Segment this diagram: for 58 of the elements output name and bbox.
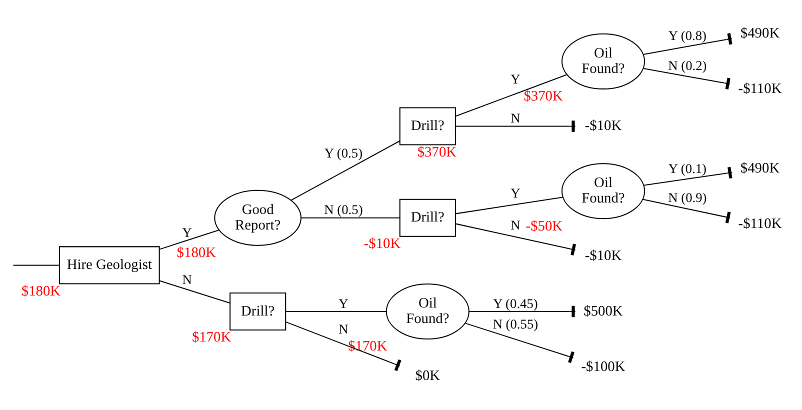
node-text: $500K (584, 303, 623, 320)
connector (456, 74, 567, 117)
node-text: $490K (740, 160, 780, 176)
edge-label: Y (0.5) (324, 146, 363, 161)
node-text: -$10K (584, 248, 622, 264)
node-text: $0K (415, 368, 440, 384)
node-text: -$10K (584, 118, 622, 134)
connector (301, 217, 400, 218)
node-label: -$50K (526, 218, 563, 234)
node-text: -$100K (581, 358, 626, 375)
connector (456, 120, 576, 132)
connector (644, 33, 732, 55)
node-label: $180K (21, 283, 61, 300)
connector (644, 166, 732, 186)
node-ellipse: Oil Found? (561, 163, 646, 220)
node-text: $490K (740, 25, 780, 42)
connector (286, 311, 386, 312)
node-label: $170K (348, 338, 388, 355)
edge-label: N (182, 272, 192, 288)
node-label: $370K (417, 144, 457, 160)
connector (465, 322, 574, 364)
node-box: Drill? (399, 107, 456, 146)
node-label: -$10K (364, 236, 401, 252)
connector (286, 321, 402, 372)
node-box: Drill? (399, 198, 456, 237)
node-ellipse: Good Report? (214, 190, 302, 246)
connector (13, 264, 60, 266)
edge-label: Y (338, 296, 348, 311)
connector (642, 198, 731, 224)
node-ellipse: Oil Found? (561, 33, 646, 90)
connector (469, 306, 576, 318)
edge-label: Y (0.1) (668, 160, 706, 176)
node-box: Drill? (230, 292, 286, 331)
node-box: Hire Geologist (58, 246, 160, 284)
edge-label: N (0.55) (492, 316, 538, 332)
edge-label: N (510, 110, 520, 126)
edge-label: N (0.2) (668, 58, 707, 74)
node-label: $180K (176, 245, 216, 262)
connector (159, 280, 230, 304)
node-label: $170K (192, 330, 232, 346)
connector (159, 230, 220, 250)
edge-label: Y (0.8) (668, 28, 706, 44)
connector (644, 68, 730, 90)
node-text: -$110K (738, 81, 782, 98)
node-label: $370K (524, 88, 563, 105)
edge-label: Y (182, 224, 192, 240)
edge-label: N (338, 322, 348, 337)
edge-label: Y (510, 186, 520, 201)
edge-label: N (0.5) (324, 202, 363, 218)
node-ellipse: Oil Found? (386, 283, 470, 340)
edge-label: N (510, 218, 520, 233)
edge-label: Y (0.45) (493, 296, 538, 311)
node-text: -$110K (738, 216, 782, 232)
connector (456, 196, 563, 214)
connector (456, 223, 576, 256)
edge-label: N (0.9) (668, 190, 707, 205)
edge-label: Y (510, 71, 520, 86)
connector (290, 140, 400, 201)
